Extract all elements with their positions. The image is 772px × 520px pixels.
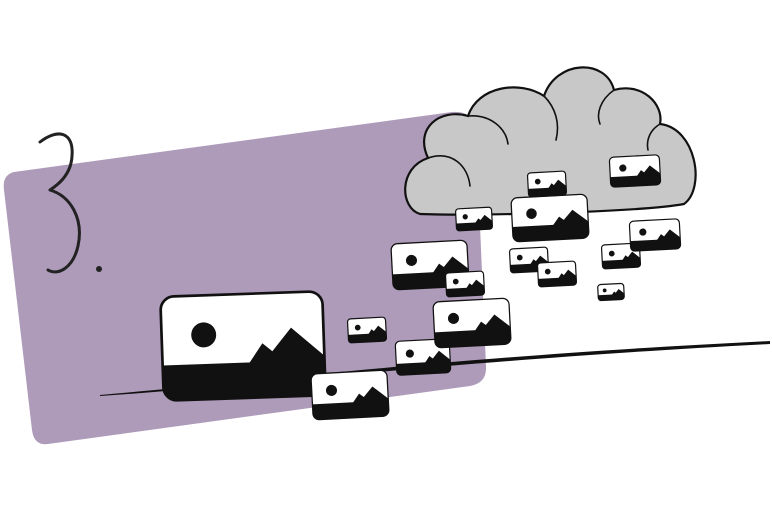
image-placeholder-icon <box>597 282 625 302</box>
step-number-dot <box>96 266 102 272</box>
image-placeholder-icon <box>432 297 512 349</box>
image-placeholder-icon <box>510 193 590 243</box>
image-placeholder-icon <box>608 154 662 188</box>
image-placeholder-icon <box>159 290 327 402</box>
step-number <box>38 132 81 274</box>
image-placeholder-icon <box>310 369 390 421</box>
image-placeholder-icon <box>628 218 682 252</box>
image-placeholder-icon <box>536 260 578 288</box>
image-placeholder-icon <box>526 170 568 198</box>
image-placeholder-icon <box>455 206 493 232</box>
image-placeholder-icon <box>444 270 486 298</box>
image-placeholder-icon <box>600 242 642 270</box>
image-placeholder-icon <box>394 338 452 376</box>
purple-panel <box>3 111 487 445</box>
image-placeholder-icon <box>346 316 388 344</box>
